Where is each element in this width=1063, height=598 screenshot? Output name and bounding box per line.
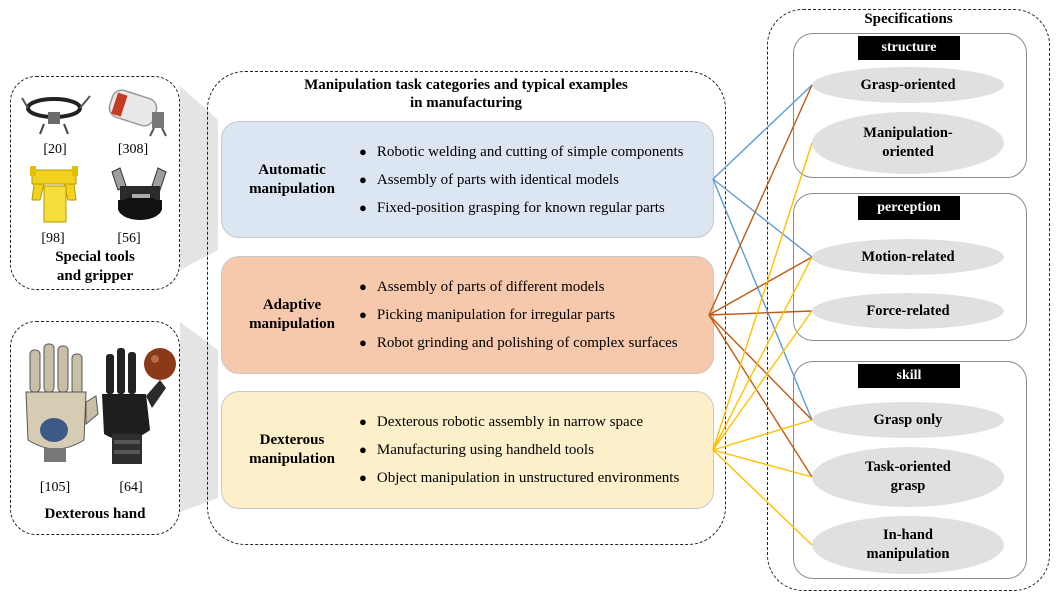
ring-gripper-icon [21,95,91,135]
spec-force-related: Force-related [812,293,1004,329]
spec-motion-related: Motion-related [812,239,1004,275]
example-item: Robot grinding and polishing of complex … [359,329,678,357]
category-automatic-examples: Robotic welding and cutting of simple co… [359,122,684,237]
specifications-title: Specifications [864,11,953,27]
gripper-illustrations [21,89,167,223]
spec-group-skill-title: skill [858,364,960,388]
dexterous-hand-panel [10,321,180,535]
beige-hand-icon [25,343,99,462]
ref-98: [98] [41,231,65,246]
example-item: Picking manipulation for irregular parts [359,301,678,329]
example-item: Manufacturing using handheld tools [359,436,679,464]
ref-308: [308] [117,142,149,157]
example-item: Assembly of parts with identical models [359,166,683,194]
category-dexterous-examples: Dexterous robotic assembly in narrow spa… [359,392,679,508]
yellow-gripper-icon [30,166,78,223]
cylinder-tool-icon [108,89,167,137]
spec-grasp-oriented: Grasp-oriented [812,67,1004,103]
spec-group-perception-title: perception [858,196,960,220]
hand-illustrations [25,343,176,464]
example-item: Robotic welding and cutting of simple co… [359,138,684,166]
task-categories-title: Manipulation task categories and typical… [304,77,628,111]
spec-manipulation-oriented: Manipulation-oriented [812,112,1004,174]
example-item: Object manipulation in unstructured envi… [359,464,679,492]
dexterous-hand-label: Dexterous hand [44,506,146,522]
spec-grasp-only: Grasp only [812,402,1004,438]
gripper-panel-label: Special tools and gripper [55,249,135,284]
ref-20: [20] [43,142,67,157]
ref-56: [56] [117,231,141,246]
black-gripper-icon [111,167,167,220]
ref-64: [64] [119,480,143,495]
example-item: Dexterous robotic assembly in narrow spa… [359,408,679,436]
category-adaptive-examples: Assembly of parts of different models Pi… [359,257,678,373]
ref-105: [105] [39,480,71,495]
gripper-panel [10,76,180,290]
example-item: Assembly of parts of different models [359,273,678,301]
black-hand-with-ball-icon [102,348,176,464]
example-item: Fixed-position grasping for known regula… [359,194,683,222]
spec-group-structure-title: structure [858,36,960,60]
